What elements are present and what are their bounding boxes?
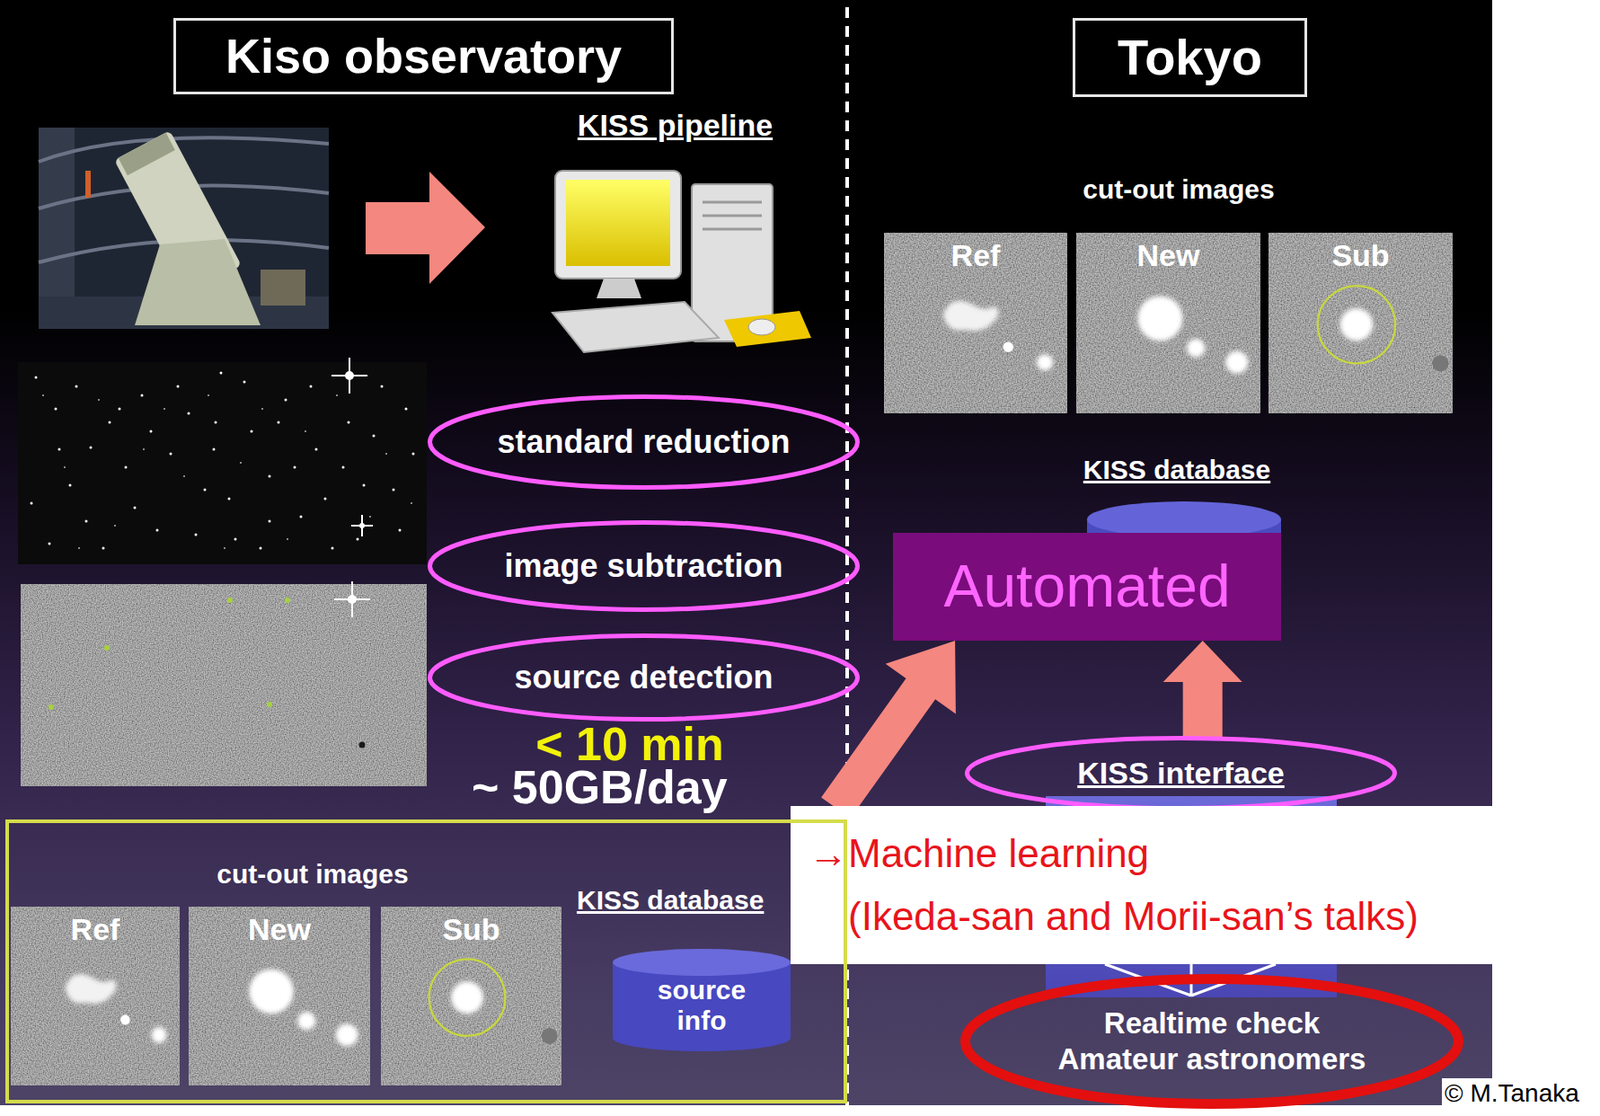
star-field-image [17,357,427,565]
ellipse-outline [959,972,1465,1110]
star-field-image [331,357,373,537]
star-field-image [31,372,414,549]
process-ellipse: image subtraction [426,519,861,613]
cutout-thumbnails [10,906,180,1086]
section-heading: cut-out images [988,173,1370,206]
cutout-image: Ref [883,232,1068,414]
highlight-ellipse: Realtime checkAmateur astronomers [959,972,1465,1110]
node-text: Amateur astronomers [1058,1041,1367,1078]
star-field-image [17,362,427,565]
node-text: KISS database [576,884,764,917]
node-text: source detection [513,658,773,696]
ellipse-outline [430,636,858,720]
node-text: KISS interface [1077,755,1285,791]
cutout-thumbnails [1268,232,1453,414]
telescope-photo [134,238,261,326]
node-text: image subtraction [503,547,783,584]
cutout-image: Sub [380,906,562,1086]
node-text: Realtime check [1104,1005,1320,1042]
database-cylinder: KISS database source info [574,884,796,1061]
computer-icon [596,278,642,299]
node-text: Automated [943,552,1230,621]
cutout-thumbnails [380,906,562,1086]
interface-ellipse: KISS interface [963,734,1398,812]
callout-box: →Machine learning(Ikeda-san and Morii-sa… [790,805,1546,964]
node-text: Ref [70,911,121,947]
node-text: standard reduction [496,423,790,460]
section-title-box: Tokyo [1072,17,1308,98]
telescope-photo [260,269,306,306]
telescope-photo [38,127,329,329]
database-cylinder [612,962,791,1052]
computer-icon [724,310,812,347]
cutout-image: New [188,906,371,1086]
telescope-photo [85,170,91,198]
pipeline-computer: KISS pipeline [539,107,812,369]
subtracted-image [51,600,288,708]
telescope-photo [38,127,329,329]
ellipse-outline [430,522,858,610]
process-ellipse: standard reduction [426,393,861,491]
node-text: KISS pipeline [577,107,773,143]
flow-arrow [365,171,486,284]
node-text: source info [643,974,761,1036]
star-field-image [359,522,365,529]
node-text: New [247,911,311,947]
cutout-thumbnails [1076,232,1261,414]
section-title-box: Kiso observatory [173,17,674,95]
block-arrow [1163,640,1243,737]
block-arrow [821,640,956,819]
cutout-panel: cut-out imagesRef New Sub KISS database sour… [5,819,848,1104]
computer-icon [555,170,681,279]
node-text: Sub [441,911,500,947]
node-text: Ref [951,238,1001,274]
star-field-image [344,371,354,381]
node-text: Tokyo [1117,28,1263,87]
data-volume-note: ~ 50GB/day [471,761,728,813]
copyright-note: © M.Tanaka [1441,1078,1583,1109]
section-heading: KISS database [988,453,1366,487]
database-cylinder [612,948,791,976]
ellipse-outline [965,979,1459,1105]
automated-box: Automated [892,532,1282,641]
computer-icon [552,301,719,353]
telescope-photo [118,132,176,177]
cutout-thumbnails [188,906,371,1086]
computer-icon [552,170,812,353]
subtracted-image [20,583,427,787]
subtracted-image [334,581,371,618]
node-text: Sub [1331,238,1389,274]
computer-icon [748,318,776,336]
computer-icon [702,202,762,230]
subtracted-image [347,594,357,604]
node-text: Kiso observatory [225,27,622,84]
process-ellipse: source detection [426,632,861,723]
subtracted-image [20,581,427,787]
cutout-thumbnails [883,232,1068,414]
cutout-image: Sub [1268,232,1453,414]
node-text: cut-out images [159,858,466,891]
cutout-image: New [1076,232,1261,414]
ellipse-outline [430,397,858,488]
cutout-image: Ref [10,906,180,1086]
flow-arrow [365,171,486,284]
node-text: →Machine learning [808,822,1150,885]
node-text: (Ikeda-san and Morii-san’s talks) [848,884,1419,948]
node-text: New [1137,238,1201,274]
computer-icon [565,179,671,266]
ellipse-outline [967,738,1396,809]
database-cylinder-top [1087,501,1282,538]
